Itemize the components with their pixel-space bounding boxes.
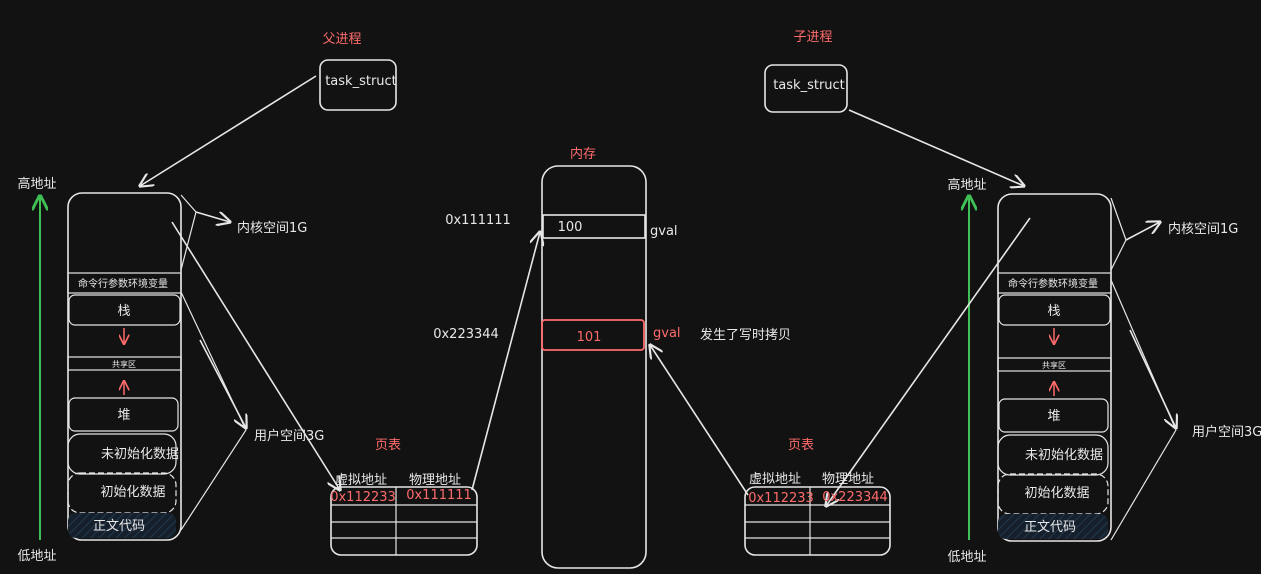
child-mm-to-pagetable-arrow [826, 217, 1031, 506]
parent-stack-label: 栈 [117, 304, 130, 319]
copy-on-write-note: 发生了写时拷贝 [700, 327, 791, 343]
memory-cell-2-address: 0x223344 [433, 327, 499, 342]
parent-args-env-label: 命令行参数环境变量 [78, 277, 168, 290]
parent-data-segment [67, 472, 177, 514]
parent-user-arrow [199, 339, 246, 428]
child-title: 子进程 [793, 30, 832, 45]
child-pt-row-virtual: 0x112233 [748, 491, 814, 506]
memory-cell-2-value: 101 [577, 330, 602, 345]
parent-task-struct-box [319, 59, 397, 111]
child-shared-segment [997, 357, 1112, 372]
child-pt-to-memory-arrow [650, 345, 749, 496]
child-args-env-segment [997, 272, 1112, 294]
parent-bss-segment [67, 433, 177, 475]
parent-page-table [330, 486, 478, 556]
parent-process: 父进程 task_struct 高地址 低地址 命令行参数环境变量 栈 共享区 … [17, 32, 540, 564]
child-pt-virtual-header: 虚拟地址 [749, 472, 801, 487]
parent-title: 父进程 [322, 32, 361, 47]
child-kernel-space-label: 内核空间1G [1168, 221, 1238, 237]
child-user-space-label: 用户空间3G [1192, 424, 1261, 440]
parent-text-segment [68, 513, 176, 538]
memory-cell-2-var: gval [653, 326, 681, 341]
parent-user-space-label: 用户空间3G [254, 428, 324, 444]
parent-kernel-space-label: 内核空间1G [237, 220, 307, 236]
parent-heap-segment [68, 397, 179, 432]
parent-bss-label: 未初始化数据 [101, 447, 179, 462]
parent-kernel-brace [180, 194, 197, 271]
memory-cell-1-value: 100 [558, 220, 583, 235]
parent-pt-row-physical: 0x111111 [406, 488, 472, 503]
memory-cell-1 [542, 214, 646, 239]
physical-memory: 内存 100 0x111111 gval 101 0x223344 gval 发… [433, 146, 791, 569]
parent-task-to-mm-arrow [140, 75, 317, 186]
parent-low-address: 低地址 [17, 549, 56, 564]
child-page-table-title: 页表 [788, 438, 814, 453]
parent-mm-to-pagetable-arrow [171, 221, 340, 490]
child-kernel-arrow [1125, 222, 1160, 241]
parent-high-address: 高地址 [17, 176, 56, 192]
child-task-struct-box [764, 64, 848, 113]
child-process: 子进程 task_struct 高地址 低地址 命令行参数环境变量 栈 共享区 … [650, 30, 1261, 565]
child-shared-label: 共享区 [1042, 360, 1066, 370]
child-heap-segment [998, 398, 1109, 433]
child-user-arrow [1129, 329, 1176, 428]
child-heap-label: 堆 [1047, 409, 1060, 424]
parent-pt-virtual-header: 虚拟地址 [335, 473, 387, 488]
child-page-table [744, 486, 891, 556]
child-low-address: 低地址 [947, 550, 986, 565]
child-pt-physical-header: 物理地址 [822, 472, 874, 487]
child-user-brace [1110, 279, 1177, 541]
memory-column [541, 165, 647, 569]
child-text-label: 正文代码 [1024, 520, 1076, 535]
parent-args-env-segment [67, 272, 182, 294]
parent-data-label: 初始化数据 [100, 485, 165, 500]
memory-cell-2 [541, 319, 645, 351]
parent-shared-segment [67, 356, 182, 371]
child-stack-segment [998, 294, 1111, 326]
child-text-segment [998, 514, 1108, 539]
parent-stack-segment [68, 294, 181, 326]
child-pt-row-physical: 0x223344 [822, 490, 888, 505]
parent-pt-to-memory-arrow [471, 232, 540, 491]
parent-shared-label: 共享区 [112, 359, 136, 369]
child-high-address: 高地址 [947, 177, 986, 193]
parent-pt-physical-header: 物理地址 [409, 473, 461, 488]
memory-cell-1-address: 0x111111 [445, 213, 511, 228]
child-bss-label: 未初始化数据 [1025, 448, 1103, 463]
parent-task-struct-label: task_struct [325, 74, 397, 89]
parent-heap-label: 堆 [117, 408, 130, 423]
child-data-label: 初始化数据 [1024, 486, 1089, 501]
child-kernel-brace [1110, 197, 1127, 271]
parent-text-label: 正文代码 [93, 519, 145, 534]
child-task-to-mm-arrow [848, 109, 1024, 186]
child-stack-label: 栈 [1047, 304, 1060, 319]
parent-page-table-title: 页表 [375, 438, 401, 453]
child-bss-segment [997, 434, 1109, 476]
parent-kernel-arrow [195, 211, 230, 222]
parent-pt-row-virtual: 0x112233 [330, 490, 396, 505]
child-task-struct-label: task_struct [773, 78, 845, 93]
child-args-env-label: 命令行参数环境变量 [1008, 277, 1098, 290]
memory-title: 内存 [570, 146, 596, 162]
memory-cell-1-var: gval [650, 224, 678, 239]
